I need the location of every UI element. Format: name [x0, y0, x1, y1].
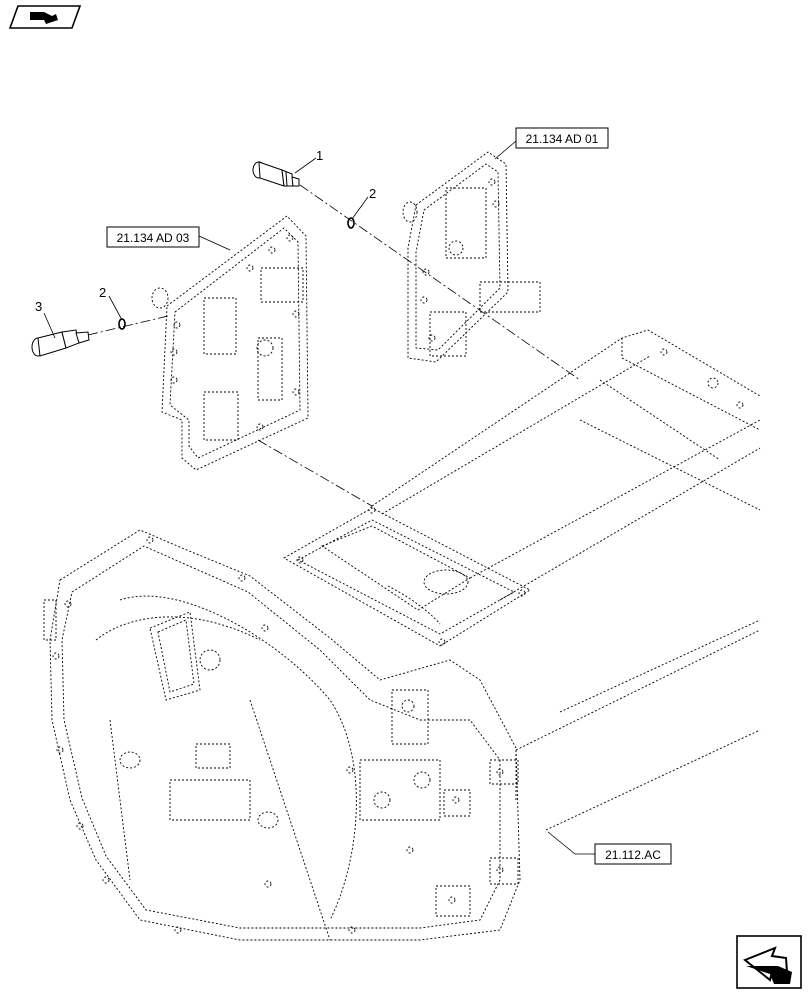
- reference-21-134-ad-01[interactable]: 21.134 AD 01: [515, 127, 609, 149]
- transmission-housing: [43, 329, 761, 941]
- cover-plate-ad01: [402, 151, 541, 363]
- callout-3: 3: [35, 299, 42, 314]
- part-2-oring-upper: [347, 217, 355, 229]
- reference-21-134-ad-03[interactable]: 21.134 AD 03: [106, 226, 200, 248]
- reference-label: 21.134 AD 03: [117, 231, 190, 245]
- part-3-plug: [31, 329, 90, 357]
- centerlines: [87, 184, 581, 507]
- callout-1: 1: [316, 148, 323, 163]
- reference-label: 21.112.AC: [605, 848, 661, 862]
- reference-21-112-ac[interactable]: 21.112.AC: [594, 843, 672, 865]
- part-1-plug: [252, 161, 300, 187]
- callout-2-lower: 2: [99, 285, 106, 300]
- part-2-oring-lower: [118, 318, 126, 330]
- cover-plate-ad03: [151, 215, 309, 471]
- leader-lines: [43, 140, 595, 855]
- previous-page-icon[interactable]: [8, 5, 82, 29]
- next-page-icon[interactable]: [736, 935, 802, 989]
- callout-2-upper: 2: [369, 186, 376, 201]
- reference-label: 21.134 AD 01: [526, 132, 599, 146]
